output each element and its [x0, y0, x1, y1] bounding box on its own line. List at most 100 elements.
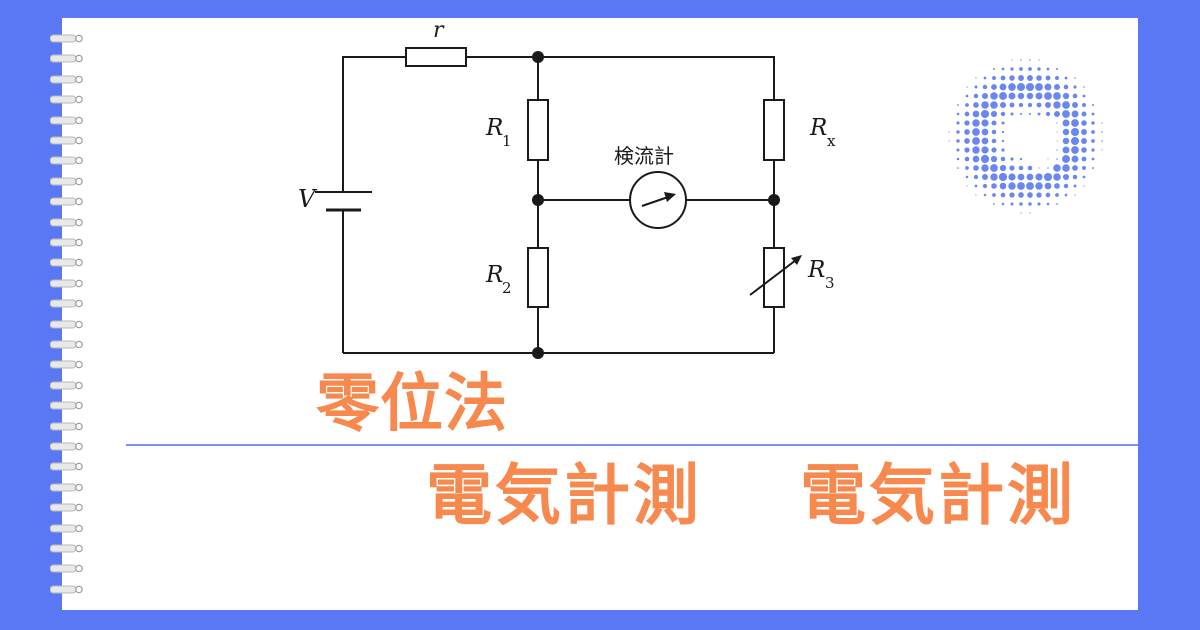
- halftone-dot: [1043, 172, 1053, 182]
- halftone-dot: [1017, 182, 1025, 190]
- halftone-dot: [972, 110, 980, 118]
- halftone-dot: [1017, 173, 1025, 181]
- halftone-dot: [1044, 83, 1052, 91]
- halftone-dot: [964, 120, 970, 126]
- halftone-dot: [1081, 147, 1087, 153]
- halftone-dot: [980, 154, 990, 164]
- halftone-dot: [1020, 212, 1022, 214]
- halftone-dot: [1062, 164, 1070, 172]
- halftone-dot: [1054, 84, 1060, 90]
- halftone-dot: [983, 193, 987, 197]
- halftone-dot: [957, 104, 959, 106]
- halftone-dot: [981, 119, 989, 127]
- halftone-dot: [1045, 75, 1051, 81]
- halftone-dot: [1064, 193, 1068, 197]
- binder-ring: [49, 130, 84, 145]
- halftone-dot: [973, 102, 979, 108]
- binder-ring: [49, 334, 84, 349]
- halftone-dot: [980, 109, 990, 119]
- halftone-dot: [1027, 192, 1033, 198]
- halftone-dot: [1071, 110, 1079, 118]
- halftone-dot: [1062, 155, 1070, 163]
- binder-ring: [49, 273, 84, 288]
- halftone-dot: [990, 164, 998, 172]
- internal-resistor-label: r: [433, 18, 445, 43]
- resistor-r: [405, 47, 467, 67]
- halftone-dot: [1001, 130, 1005, 134]
- halftone-dot: [965, 175, 969, 179]
- binder-ring: [49, 314, 84, 329]
- circuit-wires: [342, 56, 775, 354]
- halftone-dot: [1082, 94, 1086, 98]
- halftone-dot: [1018, 102, 1024, 108]
- r1-subscript: 1: [502, 132, 512, 150]
- halftone-dot: [1081, 102, 1087, 108]
- halftone-dot: [1101, 149, 1103, 151]
- subtitle-right: 電気計測: [800, 457, 1076, 534]
- halftone-dot: [1036, 102, 1042, 108]
- r1-label: R: [485, 115, 503, 141]
- halftone-dot: [991, 84, 997, 90]
- halftone-dot: [991, 120, 997, 126]
- halftone-dot: [1091, 121, 1095, 125]
- halftone-dot: [981, 92, 989, 100]
- halftone-dot: [1081, 120, 1087, 126]
- halftone-dot: [1056, 122, 1058, 124]
- halftone-dot: [1000, 192, 1006, 198]
- halftone-dot: [1055, 67, 1059, 71]
- halftone-dot: [1053, 164, 1061, 172]
- binder-ring: [49, 477, 84, 492]
- halftone-dot: [1062, 146, 1070, 154]
- halftone-dot: [981, 164, 989, 172]
- halftone-dot: [1081, 138, 1087, 144]
- halftone-dot: [1036, 192, 1042, 198]
- halftone-dot: [973, 174, 979, 180]
- halftone-dot: [974, 184, 978, 188]
- binder-ring: [49, 232, 84, 247]
- halftone-dot: [1056, 158, 1058, 160]
- halftone-dot: [1026, 92, 1034, 100]
- binder-ring: [49, 518, 84, 533]
- halftone-dot: [966, 185, 968, 187]
- halftone-dot: [1092, 167, 1094, 169]
- halftone-dot: [974, 85, 978, 89]
- halftone-dot: [1082, 175, 1086, 179]
- halftone-dot: [1091, 103, 1095, 107]
- halftone-dot: [1091, 157, 1095, 161]
- halftone-dot: [983, 76, 987, 80]
- halftone-dot: [982, 183, 988, 189]
- halftone-dot: [981, 146, 989, 154]
- halftone-dot: [1018, 192, 1024, 198]
- halftone-dot: [956, 148, 960, 152]
- halftone-dot: [1028, 67, 1032, 71]
- halftone-dot: [999, 164, 1007, 172]
- halftone-dot: [1001, 202, 1005, 206]
- halftone-dot: [966, 86, 968, 88]
- binder-ring: [49, 375, 84, 390]
- halftone-dot: [1062, 173, 1070, 181]
- resistor-rx: [763, 99, 785, 161]
- halftone-dot: [1026, 182, 1034, 190]
- halftone-dot: [1036, 75, 1042, 81]
- halftone-dot: [1054, 183, 1060, 189]
- halftone-dot: [1037, 202, 1041, 206]
- halftone-dot: [1091, 139, 1095, 143]
- halftone-dot: [1072, 102, 1078, 108]
- galvanometer-icon: [629, 171, 687, 229]
- halftone-dot: [1054, 75, 1060, 81]
- halftone-dot: [1071, 155, 1079, 163]
- halftone-dot: [1008, 182, 1016, 190]
- halftone-dot: [1063, 84, 1069, 90]
- halftone-dot: [948, 131, 950, 133]
- halftone-dot: [1091, 148, 1095, 152]
- binder-ring: [49, 558, 84, 573]
- subtitle-left: 電気計測: [426, 457, 702, 534]
- halftone-dot: [990, 101, 998, 109]
- halftone-dot: [1000, 111, 1006, 117]
- halftone-dot: [956, 112, 960, 116]
- halftone-dot: [1027, 75, 1033, 81]
- halftone-dot: [1055, 193, 1059, 197]
- r2-subscript: 2: [502, 279, 512, 297]
- binder-ring: [49, 150, 84, 165]
- halftone-dot: [1009, 165, 1015, 171]
